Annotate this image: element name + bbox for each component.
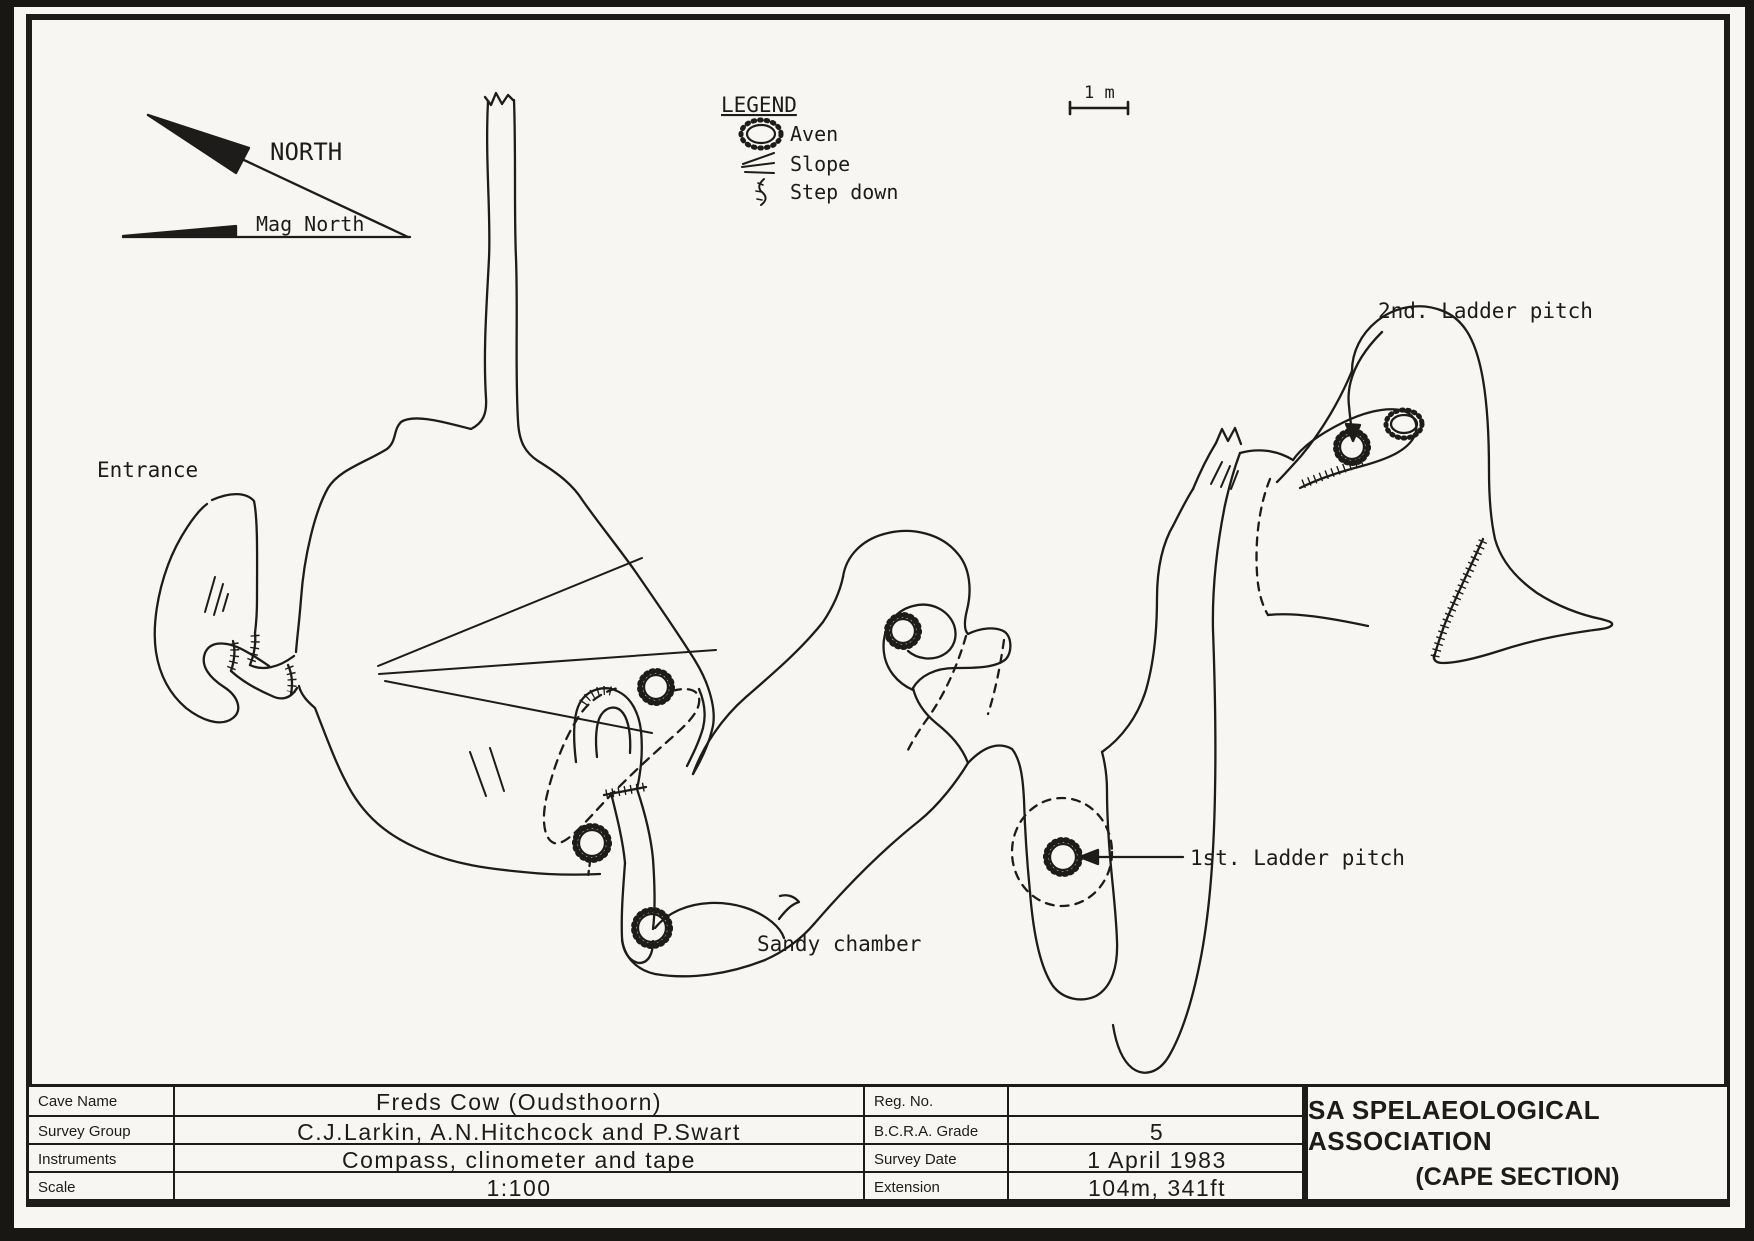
table-value-scale: 1:100 [175,1171,865,1199]
organisation-name: SA SPELAEOLOGICAL ASSOCIATION [1308,1094,1600,1156]
table-label-cave-name: Cave Name [29,1087,175,1115]
table-value-survey-group: C.J.Larkin, A.N.Hitchcock and P.Swart [175,1115,865,1143]
table-label-survey-group: Survey Group [29,1115,175,1143]
legend-icons [738,117,784,206]
table-value-survey-date: 1 April 1983 [1009,1143,1305,1171]
survey-info-table: Cave Name Freds Cow (Oudsthoorn) Reg. No… [26,1084,1308,1207]
first-ladder-pitch-symbol-icon [1043,837,1083,877]
legend-title: LEGEND [721,93,797,117]
table-value-reg-no [1009,1087,1305,1115]
slope-icon [741,152,775,174]
table-label-instruments: Instruments [29,1143,175,1171]
cave-outline [153,91,1614,1074]
table-label-bcra-grade: B.C.R.A. Grade [865,1115,1009,1143]
pit-symbol-icon [572,823,612,863]
arrowhead-icon [1078,848,1100,866]
aven-icon [738,117,784,151]
mag-north-wedge-icon [121,224,238,238]
table-label-survey-date: Survey Date [865,1143,1009,1171]
legend-item-slope: Slope [790,152,850,176]
hatch-ticks-icon [226,456,1488,799]
north-arrowhead-icon [146,113,251,175]
sandy-chamber-label: Sandy chamber [757,932,921,956]
organisation-section: (CAPE SECTION) [1415,1162,1620,1191]
pit-symbol-icon [631,907,673,949]
leader-arrows [1078,330,1384,866]
scale-bar [1068,100,1130,116]
entrance-label: Entrance [97,458,198,482]
table-label-extension: Extension [865,1171,1009,1199]
aven-symbol-icon [884,612,922,650]
organisation-title-block: SA SPELAEOLOGICAL ASSOCIATION (CAPE SECT… [1302,1084,1730,1207]
slope-marks-icon [204,461,1239,797]
table-value-bcra-grade: 5 [1009,1115,1305,1143]
table-label-reg-no: Reg. No. [865,1087,1009,1115]
table-label-scale: Scale [29,1171,175,1199]
mag-north-label: Mag North [256,212,364,236]
table-value-cave-name: Freds Cow (Oudsthoorn) [175,1087,865,1115]
legend-item-aven: Aven [790,122,838,146]
north-arrow [121,113,412,239]
arrowhead-icon [1344,422,1362,443]
scale-bar-label: 1 m [1084,83,1115,103]
pit-symbols [572,407,1425,949]
step-down-icon [755,178,767,206]
aven-symbol-icon [1383,407,1425,441]
pit-symbol-icon [637,668,675,706]
north-label: NORTH [270,138,342,166]
second-ladder-pitch-label: 2nd. Ladder pitch [1378,299,1593,323]
slope-lines-icon [377,557,717,734]
legend-item-step-down: Step down [790,180,898,204]
table-value-instruments: Compass, clinometer and tape [175,1143,865,1171]
first-ladder-pitch-label: 1st. Ladder pitch [1190,846,1405,870]
table-value-extension: 104m, 341ft [1009,1171,1305,1199]
